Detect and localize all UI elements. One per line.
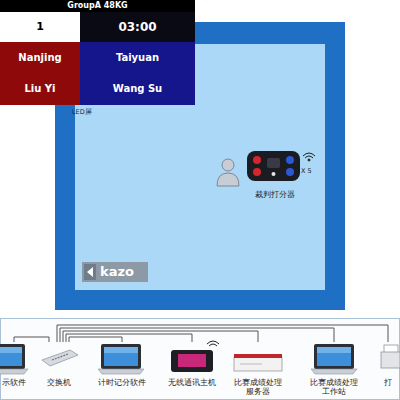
wifi-symbol — [303, 153, 315, 161]
device-label: 比赛成绩处理 服务器 — [233, 378, 283, 396]
network-cable — [14, 337, 49, 342]
device-box: 交换机 — [40, 342, 78, 398]
referee-person — [217, 159, 239, 186]
node-text: Nanjing — [18, 52, 61, 64]
device-box: 比赛成绩处理 服务器 — [233, 342, 283, 398]
server-icon — [234, 354, 282, 371]
device-label: 打 — [384, 378, 392, 387]
device-box: 示软件 — [0, 342, 28, 398]
node-text: kazo — [100, 264, 134, 280]
device-label: 裁判打分器 — [255, 190, 295, 199]
wireless-host-icon — [171, 341, 219, 372]
node-text: GroupA 48KG — [67, 1, 127, 11]
device-box: 无线通讯主机 — [164, 342, 220, 398]
laptop-icon — [311, 344, 357, 374]
laptop-icon — [0, 344, 28, 374]
score-cell: 1 — [0, 12, 80, 42]
led-border — [55, 22, 345, 310]
device-label: 示软件 — [2, 378, 26, 387]
device-box: 比赛成绩处理 工作站 — [309, 342, 359, 398]
network-cable — [69, 337, 122, 342]
node-text: LED屏 — [72, 109, 92, 117]
device-box: 计时记分软件 — [94, 342, 150, 398]
device-box: 裁判打分器 — [244, 148, 306, 206]
device-label: 交换机 — [47, 378, 71, 387]
laptop-icon — [98, 344, 144, 374]
node-text: Taiyuan — [116, 52, 159, 64]
network-cable — [66, 334, 192, 342]
red-corner: NanjingLiu Yi — [0, 42, 80, 105]
blue-corner: TaiyuanWang Su — [80, 42, 195, 105]
count-label: X 5 — [301, 167, 312, 175]
node-text: 1 — [36, 20, 44, 33]
timer-cell: 03:00 — [80, 12, 195, 42]
device-label: 比赛成绩处理 工作站 — [309, 378, 359, 396]
switch-icon — [42, 350, 78, 366]
node-text: Wang Su — [113, 83, 163, 95]
network-cable — [60, 328, 334, 342]
scoring-device — [247, 151, 300, 181]
device-box: 打 — [378, 342, 398, 398]
led-screen: LED屏 kazo 裁判打分器 — [55, 22, 345, 310]
network-panel — [1, 319, 400, 400]
network-cable — [63, 331, 258, 342]
device-label: 计时记分软件 — [98, 378, 146, 387]
logo-box: kazo — [82, 262, 148, 282]
printer-icon — [381, 345, 400, 368]
title-bar: GroupA 48KG — [0, 0, 195, 12]
device-label: 无线通讯主机 — [168, 378, 216, 387]
kazo-logo — [82, 262, 148, 282]
node-text: 03:00 — [118, 20, 156, 34]
network-cable — [57, 325, 388, 342]
node-text: Liu Yi — [24, 83, 55, 95]
